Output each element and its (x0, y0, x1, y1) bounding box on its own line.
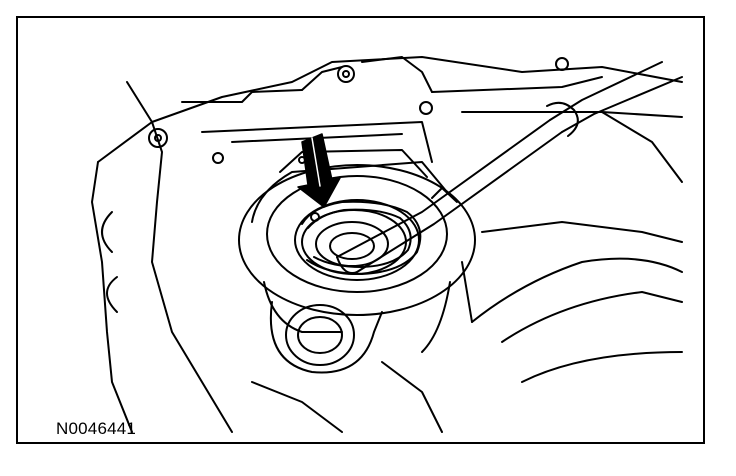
bolt-holes (148, 57, 569, 164)
screwdriver-tool (336, 61, 683, 274)
case-housing (91, 56, 683, 433)
mounting-lug (269, 301, 383, 374)
bore-boss (238, 149, 476, 353)
figure-frame: N0046441 (16, 16, 705, 444)
arrow-indicator (297, 133, 341, 208)
snap-ring (294, 199, 422, 281)
transmission-case-illustration (91, 56, 683, 433)
figure-id-label: N0046441 (56, 419, 137, 438)
